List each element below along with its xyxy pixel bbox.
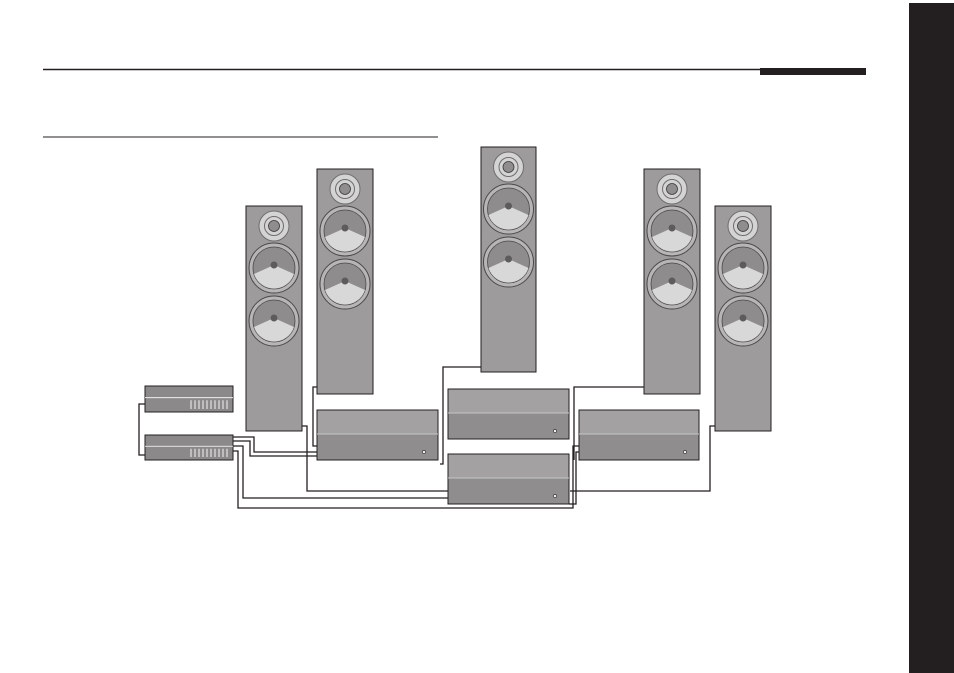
tweeter-dome [503, 162, 514, 173]
woofer-dustcap [342, 278, 349, 285]
speakers [246, 147, 771, 431]
tweeter-dome [738, 221, 749, 232]
tweeter-dome [340, 184, 351, 195]
woofer-icon [484, 184, 534, 234]
speaker-front-right-outer [715, 206, 771, 431]
amplifier-top-panel [448, 389, 569, 413]
power-led-icon [422, 450, 425, 453]
amplifier-top-panel [579, 410, 699, 434]
amplifier-amp-left [317, 410, 438, 460]
power-led-icon [553, 429, 556, 432]
woofer-icon [718, 243, 768, 293]
woofer-dustcap [740, 262, 747, 269]
preamp-preamp-top [145, 386, 233, 412]
amplifiers [317, 389, 699, 504]
cable-1 [139, 404, 145, 455]
speaker-front-left-outer [246, 206, 302, 431]
power-led-icon [683, 450, 686, 453]
amplifier-amp-right [579, 410, 699, 460]
woofer-icon [249, 243, 299, 293]
woofer-icon [249, 296, 299, 346]
amplifier-amp-center-top [448, 389, 569, 439]
woofer-dustcap [505, 203, 512, 210]
woofer-icon [320, 206, 370, 256]
cable-4 [313, 387, 317, 446]
speaker-front-right-inner [644, 169, 700, 394]
tweeter-dome [269, 221, 280, 232]
woofer-dustcap [740, 315, 747, 322]
woofer-icon [718, 296, 768, 346]
preamps [145, 386, 233, 460]
amplifier-top-panel [448, 454, 569, 478]
side-tab [909, 3, 954, 673]
amplifier-amp-center-bottom [448, 454, 569, 504]
woofer-dustcap [271, 315, 278, 322]
woofer-icon [484, 237, 534, 287]
woofer-dustcap [271, 262, 278, 269]
amplifier-top-panel [317, 410, 438, 434]
cable-7 [233, 437, 317, 452]
woofer-dustcap [669, 225, 676, 232]
woofer-dustcap [342, 225, 349, 232]
woofer-icon [647, 259, 697, 309]
speaker-center [481, 147, 536, 372]
preamp-chassis [145, 435, 233, 460]
speaker-front-left-inner [317, 169, 373, 394]
woofer-icon [647, 206, 697, 256]
preamp-chassis [145, 386, 233, 412]
woofer-dustcap [669, 278, 676, 285]
cable-8 [233, 441, 317, 456]
woofer-dustcap [505, 256, 512, 263]
preamp-preamp-bottom [145, 435, 233, 460]
power-led-icon [553, 494, 556, 497]
header-rule-bar [760, 68, 866, 75]
woofer-icon [320, 259, 370, 309]
tweeter-dome [667, 184, 678, 195]
